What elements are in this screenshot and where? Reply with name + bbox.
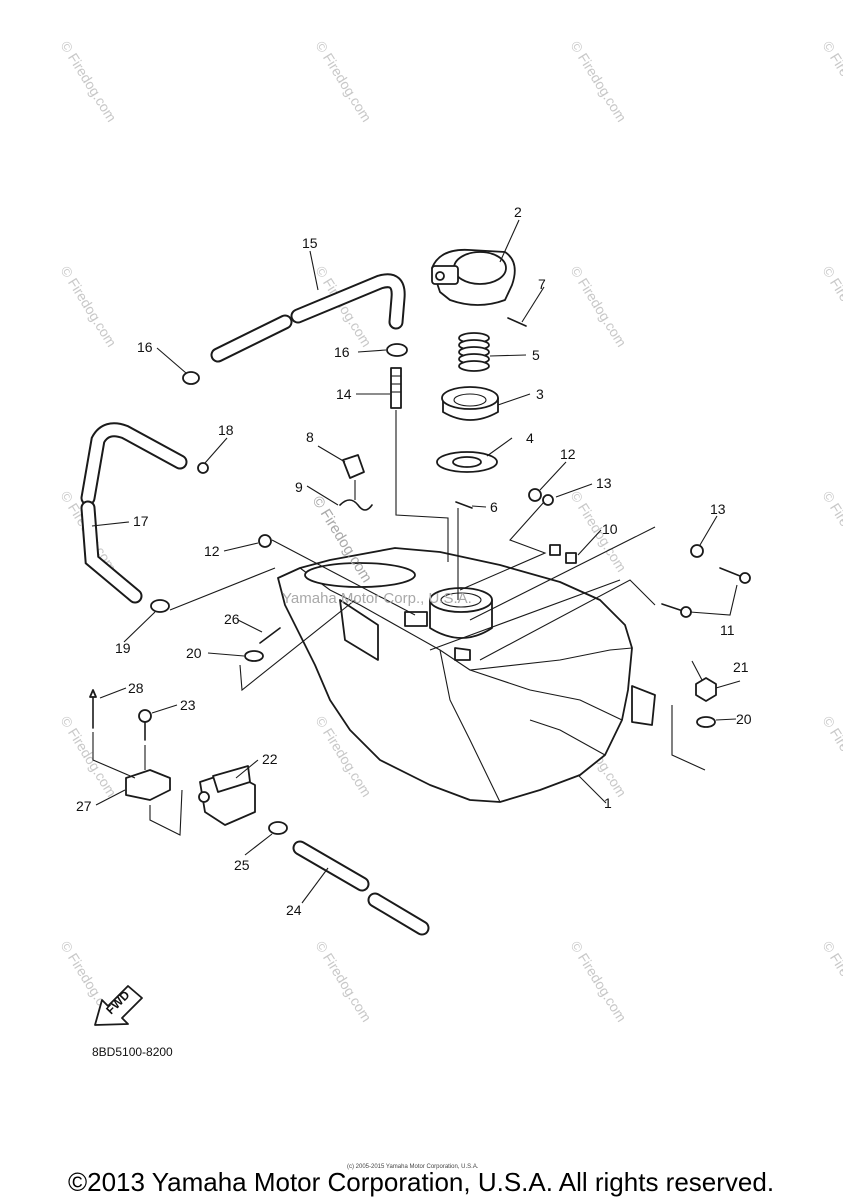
watermark-text: © Firedog.com	[567, 938, 629, 1025]
pin	[507, 317, 527, 327]
nut	[695, 677, 717, 702]
callout-22: 22	[262, 751, 278, 767]
callout-14: 14	[336, 386, 352, 402]
grommet	[258, 534, 272, 548]
callout-25: 25	[234, 857, 250, 873]
hose-fitting	[390, 367, 402, 409]
callout-26: 26	[224, 611, 240, 627]
diagram-code: 8BD5100-8200	[92, 1045, 173, 1059]
fuel-tank	[277, 547, 656, 803]
bracket	[125, 769, 171, 801]
copyright-notice: ©2013 Yamaha Motor Corporation, U.S.A. A…	[68, 1167, 774, 1197]
callout-11: 11	[720, 622, 735, 638]
bolt	[259, 627, 281, 644]
watermark-text: © Firedog.com	[819, 938, 843, 1025]
watermark-text: © Firedog.com	[819, 713, 843, 800]
vent-hose	[80, 422, 188, 604]
gasket	[436, 451, 498, 473]
watermark-text: © Firedog.com	[57, 713, 119, 800]
callout-5: 5	[532, 347, 540, 363]
spring-clip	[339, 499, 373, 511]
leader-lines	[91, 219, 741, 904]
hose-clamp	[182, 343, 408, 385]
center-watermark: Yamaha Motor Corp., U.S.A.	[282, 590, 472, 607]
callout-9: 9	[295, 479, 303, 495]
bolt	[661, 567, 751, 618]
hose-clamp	[150, 599, 170, 613]
washer	[696, 716, 716, 728]
callout-8: 8	[306, 429, 314, 445]
washer	[244, 650, 264, 662]
watermark-text: © Firedog.com	[819, 38, 843, 125]
watermark-text: © Firedog.com	[819, 263, 843, 350]
callout-12a: 12	[204, 543, 220, 559]
breather-hose	[210, 273, 406, 363]
callout-4: 4	[526, 430, 534, 446]
callout-16b: 16	[334, 344, 350, 360]
fuel-cap	[431, 248, 516, 306]
callout-27: 27	[76, 798, 92, 814]
hose-clamp	[268, 821, 288, 835]
lever	[342, 454, 365, 479]
watermark-text: © Firedog.com	[567, 263, 629, 350]
callout-17: 17	[133, 513, 149, 529]
grommet	[528, 488, 542, 502]
collar	[542, 494, 554, 506]
callouts: 1 2 3 4 5 6 7 8 9 10 11 12 12 13 13 14 1…	[76, 204, 752, 918]
pin-small	[455, 501, 473, 509]
callout-24: 24	[286, 902, 302, 918]
callout-1: 1	[604, 795, 612, 811]
screw	[89, 689, 97, 729]
callout-13b: 13	[710, 501, 726, 517]
callout-23: 23	[180, 697, 196, 713]
fuel-hose	[292, 840, 430, 936]
assembly-guides	[92, 410, 738, 836]
callout-15: 15	[302, 235, 318, 251]
spring	[458, 332, 490, 372]
watermark-grid: © Firedog.com © Firedog.com © Firedog.co…	[57, 38, 843, 1025]
callout-20b: 20	[736, 711, 752, 727]
bolt	[138, 709, 152, 741]
callout-21: 21	[733, 659, 749, 675]
callout-16a: 16	[137, 339, 153, 355]
collar	[690, 544, 704, 558]
watermark-text: © Firedog.com	[819, 488, 843, 575]
watermark-text: © Firedog.com	[57, 263, 119, 350]
callout-7: 7	[538, 276, 546, 292]
small-copyright: (c) 2005-2015 Yamaha Motor Corporation, …	[347, 1164, 479, 1170]
watermark-text: © Firedog.com	[312, 938, 374, 1025]
fuel-cock	[198, 765, 256, 826]
callout-3: 3	[536, 386, 544, 402]
callout-18: 18	[218, 422, 234, 438]
callout-6: 6	[490, 499, 498, 515]
callout-20a: 20	[186, 645, 202, 661]
callout-10: 10	[602, 521, 618, 537]
watermark-text: © Firedog.com	[567, 38, 629, 125]
clip	[197, 462, 209, 474]
watermark-text: © Firedog.com	[312, 38, 374, 125]
callout-12b: 12	[560, 446, 576, 462]
callout-28: 28	[128, 680, 144, 696]
callout-2: 2	[514, 204, 522, 220]
spring	[549, 544, 577, 564]
callout-13a: 13	[596, 475, 612, 491]
callout-19: 19	[115, 640, 131, 656]
watermark-text: © Firedog.com	[57, 38, 119, 125]
seal	[441, 386, 499, 421]
